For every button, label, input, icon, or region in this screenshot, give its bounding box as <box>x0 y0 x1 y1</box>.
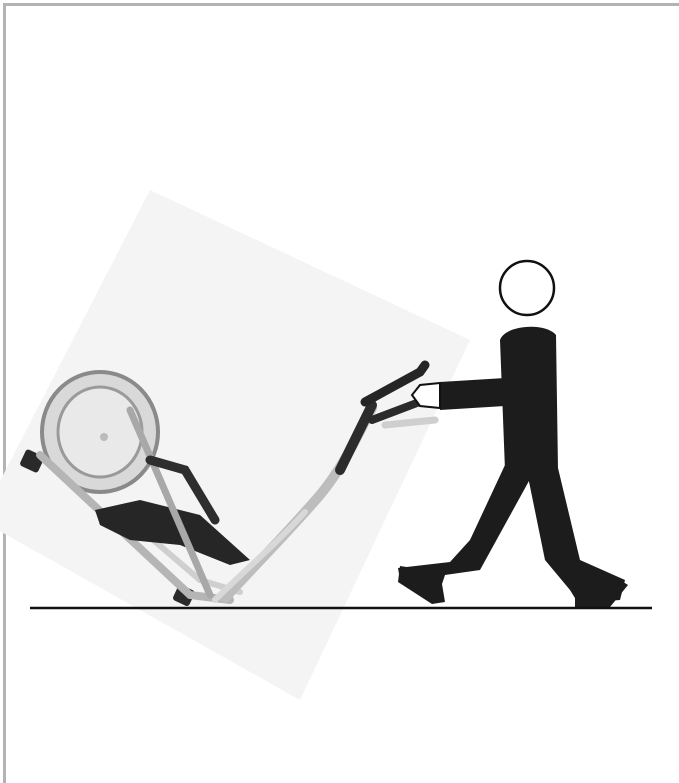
person-torso <box>500 327 558 470</box>
person-head <box>500 261 554 315</box>
person-arm <box>440 378 505 410</box>
handlebar-grip <box>385 420 435 425</box>
person-foot-back <box>398 566 445 604</box>
flywheel-hub <box>100 433 108 441</box>
flywheel <box>58 387 142 477</box>
person-silhouette <box>398 261 628 607</box>
person-leg-front <box>525 462 625 603</box>
